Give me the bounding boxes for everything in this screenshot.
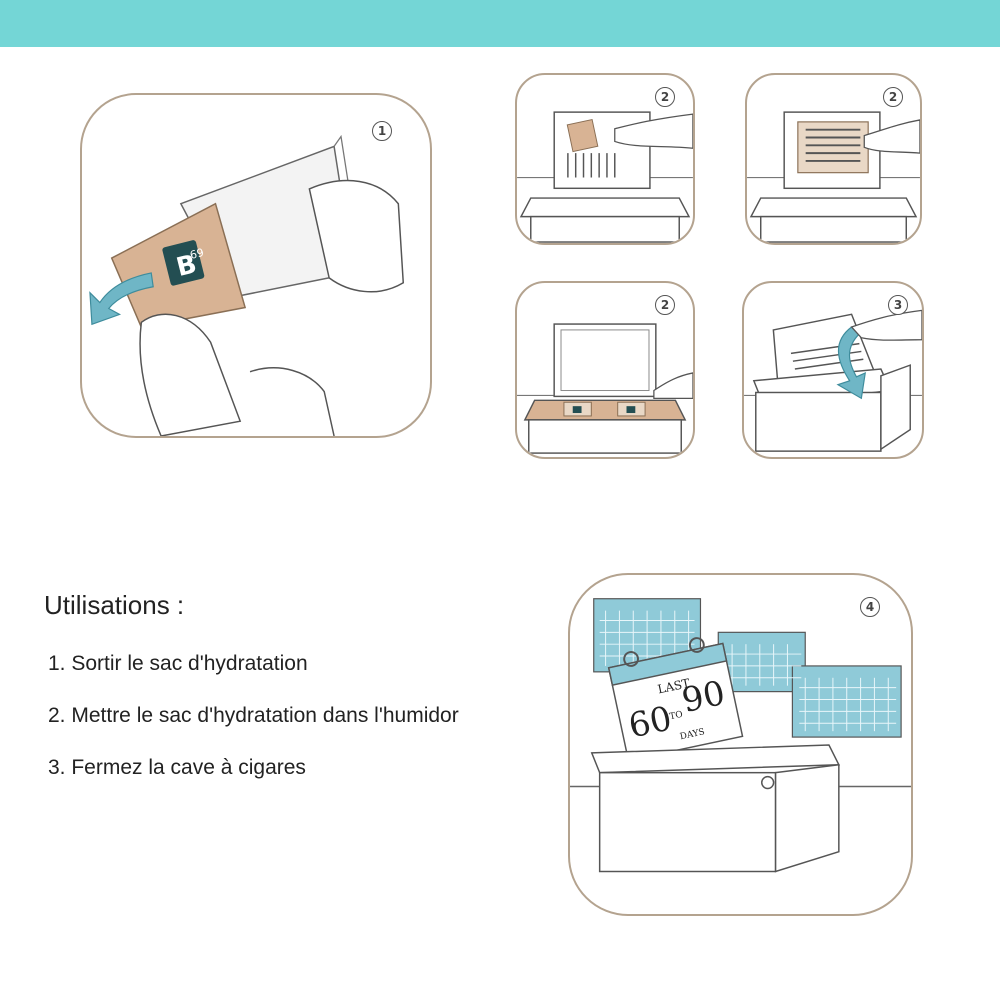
- step-3-illustration: [744, 309, 922, 452]
- cigars: [567, 153, 616, 178]
- step-2b-panel: 2: [745, 73, 922, 245]
- humidor-lock: [761, 775, 775, 790]
- pull-arrow: [89, 272, 154, 326]
- step-3-badge: 3: [888, 295, 908, 315]
- right-hand: [308, 179, 405, 293]
- calendar-until-value: 90: [678, 673, 728, 720]
- hand: [653, 372, 693, 399]
- step-4-illustration: LAST 60 TO 90 DAYS: [570, 598, 911, 873]
- instructions-heading: Utilisations :: [44, 590, 185, 620]
- humidor-base-top: [749, 197, 918, 218]
- step-2a-panel: 2: [515, 73, 695, 245]
- step-1-panel: B 69 1: [80, 93, 432, 438]
- instructions-list: 1. Sortir le sac d'hydratation 2. Mettre…: [44, 651, 564, 807]
- calendar-to-text: TO: [669, 710, 684, 723]
- humidor-side: [774, 763, 840, 873]
- humidor-base: [755, 391, 882, 452]
- step-2b-illustration: [747, 111, 920, 243]
- hydration-pack: [566, 118, 599, 153]
- hand: [850, 309, 922, 341]
- humidor-lid: [553, 323, 657, 398]
- instruction-item: 1. Sortir le sac d'hydratation: [48, 652, 308, 675]
- pack-label: [162, 240, 205, 286]
- step-2c-panel: 2: [515, 281, 695, 459]
- step-2c-illustration: [517, 323, 693, 454]
- calendar-top-text: LAST: [656, 676, 691, 696]
- desk-calendar: LAST 60 TO 90 DAYS: [607, 637, 744, 762]
- step-4-panel: LAST 60 TO 90 DAYS 4: [568, 573, 913, 916]
- close-arrow: [836, 326, 867, 400]
- humidor-base: [760, 215, 907, 243]
- left-hand: [139, 313, 242, 436]
- cigars: [805, 128, 861, 162]
- hand: [863, 119, 920, 154]
- step-4-badge: 4: [860, 597, 880, 617]
- top-color-band: [0, 0, 1000, 47]
- humidor-front: [598, 771, 777, 873]
- instruction-item: 2. Mettre le sac d'hydratation dans l'hu…: [48, 704, 459, 727]
- pack-number-text: 69: [189, 246, 206, 262]
- humidor-base: [530, 215, 680, 243]
- step-2a-illustration: [517, 111, 693, 243]
- hand: [614, 113, 693, 149]
- step-2b-badge: 2: [883, 87, 903, 107]
- calendar-from-value: 60: [625, 698, 675, 745]
- step-1-badge: 1: [372, 121, 392, 141]
- step-1-illustration: B 69: [89, 134, 405, 436]
- humidor-base: [528, 419, 682, 454]
- humidor-base-top: [519, 197, 691, 218]
- instruction-item: 3. Fermez la cave à cigares: [48, 756, 306, 779]
- step-2a-badge: 2: [655, 87, 675, 107]
- step-2c-badge: 2: [655, 295, 675, 315]
- instructions: Utilisations : 1. Sortir le sac d'hydrat…: [44, 590, 564, 807]
- humidor-tray: [523, 399, 687, 421]
- step-3-panel: 3: [742, 281, 924, 459]
